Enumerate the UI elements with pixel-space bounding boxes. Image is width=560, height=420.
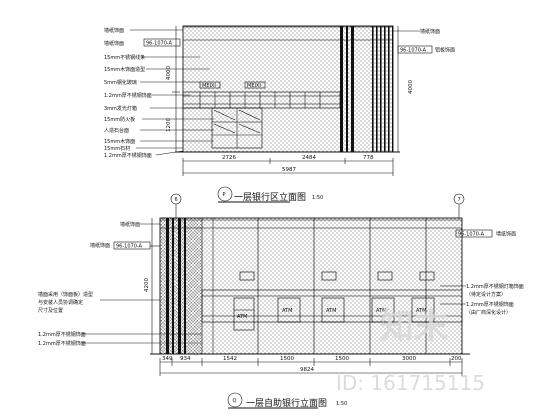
p-note-2: 15mm不锈钢线条	[104, 54, 145, 61]
watermark-logo: 知末	[380, 307, 448, 347]
q-total-dim: 9824	[300, 367, 314, 373]
q-bottom-dim-7: 200	[451, 356, 462, 362]
q-left-note-2: 墙纸饰面	[90, 242, 110, 249]
p-total-dim: 5987	[282, 167, 296, 173]
q-right-note-2: 1.2mm厚不锈钢灯箱饰面	[466, 283, 524, 290]
p-bottom-dim-2: 2484	[302, 155, 316, 161]
p-bottom-dim-3: 778	[363, 155, 374, 161]
p-note-8: 人造石台面	[104, 127, 129, 134]
p-right-note-2: 铝板饰面	[435, 47, 455, 54]
p-note-5: 1.2mm厚不锈钢饰面	[104, 92, 152, 99]
q-marker-circle	[227, 392, 243, 408]
elevation-q: 6 7 ATM ATM	[38, 193, 524, 409]
p-note-6: 3mm发光灯箱	[104, 105, 137, 112]
q-right-note-1: 墙纸饰面	[496, 231, 516, 238]
p-note-3: 15mm木饰面造型	[104, 66, 145, 73]
p-left-dim-1: 4000	[166, 66, 172, 80]
p-tag-left: 96-1070-A	[146, 41, 173, 47]
watermark: 知末 ID: 161715115	[336, 307, 485, 395]
p-tag-right: 96-1070-A	[400, 48, 427, 54]
elevation-p-striped-panel	[370, 26, 393, 152]
q-bottom-note-1: 1.2mm厚不锈钢饰面	[38, 331, 86, 338]
q-left-note-1: 墙纸饰面	[120, 221, 140, 228]
p-right-dim: 4000	[408, 80, 414, 94]
elevation-p-mid-label-1: MEIXI	[202, 83, 216, 89]
watermark-id: ID: 161715115	[336, 371, 485, 395]
q-side-note-3: 尺寸及位置	[38, 307, 63, 314]
q-side-note-2: 与安装人员协调确定	[38, 299, 83, 306]
q-right-note-3: （待定设计方案）	[466, 291, 506, 298]
q-side-note-1: 墙面采用（饰面板）造型	[38, 291, 93, 298]
atm-label-4: ATM	[376, 308, 386, 314]
p-right-note-1: 墙纸饰面	[420, 28, 440, 35]
p-scale: 1:50	[312, 195, 323, 201]
q-axis-right: 7	[458, 197, 461, 203]
atm-label-2: ATM	[282, 308, 292, 314]
q-bottom-dim-6: 3000	[402, 356, 416, 362]
p-marker: P	[223, 192, 226, 198]
atm-units: ATM ATM ATM ATM ATM	[233, 297, 435, 331]
q-bottom-dim-4: 1500	[280, 356, 294, 362]
atm-label-5: ATM	[416, 308, 426, 314]
q-right-note-5: （由厂商深化设计）	[466, 309, 511, 316]
atm-label-3: ATM	[326, 308, 336, 314]
p-note-11: 1.2mm厚不锈钢饰面	[104, 152, 152, 159]
q-bottom-dim-2: 934	[180, 356, 191, 362]
q-tag-left: 96-1070-A	[116, 244, 143, 250]
elevation-p-wall	[183, 26, 393, 152]
q-title: 一层自助银行立面图	[246, 397, 327, 409]
p-note-wall: 墙纸饰面	[104, 40, 124, 47]
elevation-p-mid-label-2: MEIXI	[247, 83, 261, 89]
p-marker-circle	[217, 186, 233, 202]
atm-label-1: ATM	[237, 314, 247, 320]
p-note-7: 15mm防火板	[104, 116, 135, 123]
elevation-p: MEIXI MEIXI 墙纸饰面 15mm不锈钢线条 15mm木饰面造型 5mm…	[104, 25, 455, 203]
q-bottom-dim-5: 1500	[335, 356, 349, 362]
q-right-note-4: 1.2mm厚不锈钢饰面	[466, 301, 514, 308]
p-bottom-dim-1: 2726	[222, 155, 236, 161]
q-marker: Q	[233, 398, 237, 404]
elevation-q-wall	[160, 218, 462, 354]
p-note-1: 墙纸饰面	[104, 27, 124, 34]
q-bottom-dim-3: 1542	[223, 356, 237, 362]
p-note-10: 15mm石材	[104, 145, 130, 152]
elevation-p-left-notes: 墙纸饰面 15mm不锈钢线条 15mm木饰面造型 5mm钢化玻璃 1.2mm厚不…	[104, 27, 152, 159]
q-bottom-note-2: 1.2mm厚不锈钢饰面	[38, 340, 86, 347]
q-scale: 1:50	[336, 401, 347, 407]
q-tag-right: 96-1070-A	[458, 232, 485, 238]
p-note-4: 5mm钢化玻璃	[104, 79, 137, 86]
p-title: 一层银行区立面图	[234, 191, 306, 203]
q-axis-left: 6	[175, 197, 178, 203]
p-left-dim-2: 1200	[166, 118, 172, 132]
q-left-dim: 4200	[144, 278, 150, 292]
p-note-9: 15mm木饰面	[104, 138, 135, 145]
q-bottom-dim-1: 349	[162, 356, 173, 362]
